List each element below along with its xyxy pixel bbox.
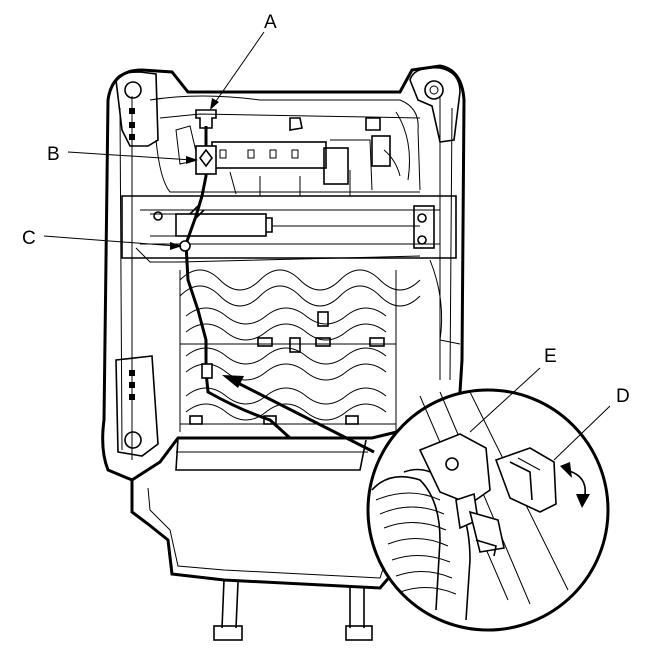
- seat-frame: [101, 64, 466, 482]
- seat-base: [130, 437, 394, 641]
- callout-label-d: D: [616, 386, 630, 407]
- callout-label-c: C: [22, 228, 36, 249]
- detail-arrow: [222, 375, 375, 454]
- leader-lines: [43, 31, 611, 461]
- callout-label-a: A: [264, 12, 277, 33]
- detail-view: [366, 388, 610, 632]
- seat-cross-bar: [121, 195, 457, 263]
- callout-label-b: B: [47, 144, 60, 165]
- callout-label-e: E: [544, 346, 557, 367]
- seat-wire-harness: [179, 109, 292, 440]
- clip-d-location: [201, 363, 213, 379]
- upper-wiring-area: [149, 95, 421, 196]
- seat-springs: [179, 259, 461, 432]
